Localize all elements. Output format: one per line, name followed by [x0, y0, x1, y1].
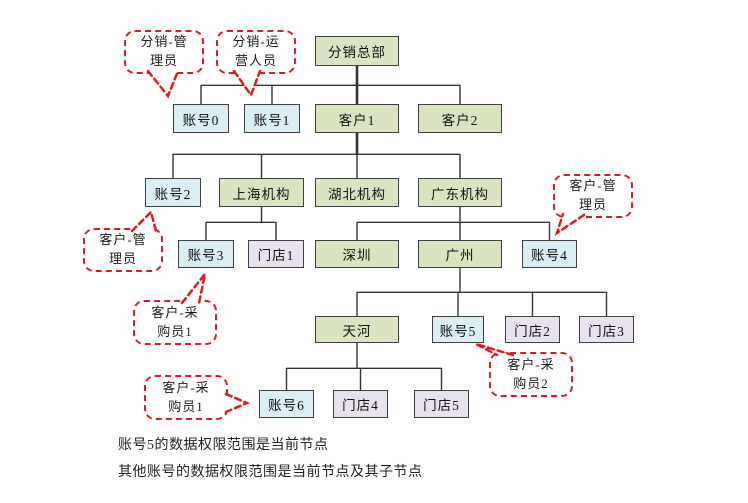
callout-customer-buyer-1-bottom: 客户-采 购员1	[144, 375, 228, 420]
callout-customer-admin-right: 客户-管 理员	[553, 174, 633, 218]
node-account-1: 账号1	[244, 104, 300, 133]
callout-label: 客户-采 购员2	[507, 356, 555, 391]
callout-label: 分销-管 理员	[140, 34, 188, 68]
node-account-2: 账号2	[145, 178, 201, 207]
callout-label: 客户-管 理员	[569, 178, 617, 212]
callout-customer-buyer-2: 客户-采 购员2	[489, 352, 573, 397]
node-hubei-org: 湖北机构	[315, 178, 399, 207]
callout-distribution-admin: 分销-管 理员	[124, 30, 204, 74]
node-guangdong-org: 广东机构	[418, 178, 502, 207]
callout-label: 客户-采 购员1	[151, 304, 199, 339]
node-shanghai-org: 上海机构	[219, 178, 304, 207]
node-distribution-hq: 分销总部	[315, 36, 399, 66]
callout-label: 客户-管 理员	[99, 232, 147, 266]
node-store-2: 门店2	[505, 316, 560, 343]
node-account-3: 账号3	[178, 240, 234, 268]
node-store-1: 门店1	[248, 240, 304, 268]
node-account-0: 账号0	[173, 104, 229, 133]
node-account-4: 账号4	[522, 240, 577, 268]
callout-customer-admin-left: 客户-管 理员	[83, 228, 163, 272]
node-guangzhou: 广州	[418, 240, 502, 268]
callout-label: 分销-运 营人员	[232, 34, 280, 68]
node-account-5: 账号5	[432, 316, 484, 343]
node-store-4: 门店4	[333, 390, 388, 418]
node-tianhe: 天河	[315, 316, 399, 343]
node-customer-1: 客户1	[315, 104, 399, 133]
callout-customer-buyer-1: 客户-采 购员1	[133, 300, 217, 345]
note-other-accounts-scope: 其他账号的数据权限范围是当前节点及其子节点	[118, 465, 423, 480]
node-store-5: 门店5	[414, 390, 469, 418]
node-shenzhen: 深圳	[315, 240, 399, 268]
note-account5-scope: 账号5的数据权限范围是当前节点	[118, 438, 329, 453]
node-store-3: 门店3	[579, 316, 634, 343]
node-account-6: 账号6	[259, 390, 314, 418]
node-customer-2: 客户2	[418, 104, 502, 133]
callout-label: 客户-采 购员1	[162, 379, 210, 414]
callout-distribution-operator: 分销-运 营人员	[216, 30, 296, 74]
